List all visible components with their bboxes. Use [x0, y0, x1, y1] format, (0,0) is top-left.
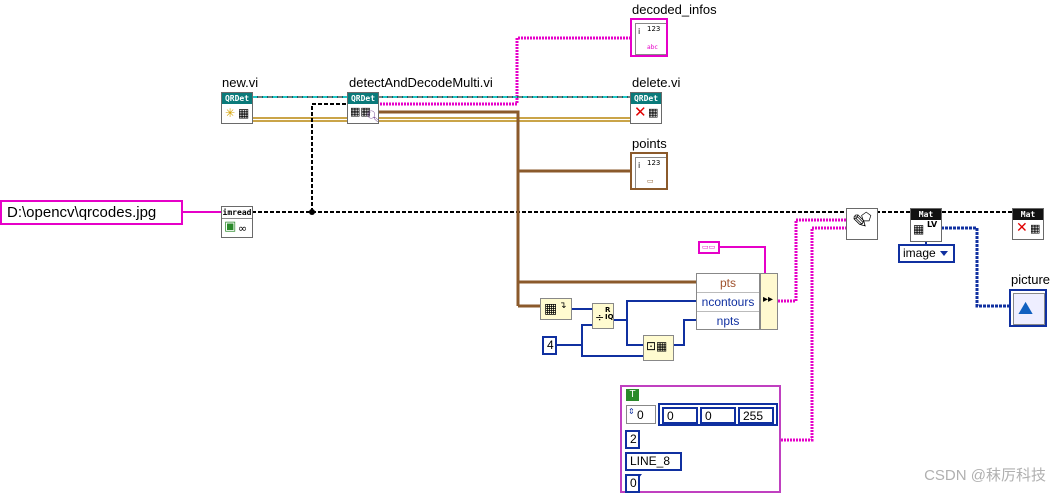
close-icon: ✕	[634, 103, 647, 121]
thickness-control[interactable]: 2	[625, 430, 640, 449]
array-size-icon: ▦	[544, 301, 558, 317]
magnifier-icon: 🔍︎	[366, 110, 379, 123]
boolean-true-icon: T	[626, 389, 639, 401]
point-cluster-icon: ▭	[647, 177, 654, 185]
pink-constant-icon: ▭▭	[702, 243, 716, 251]
color-g[interactable]: 0	[700, 407, 736, 424]
picture-label: picture	[1011, 272, 1051, 287]
mat-header: Mat	[911, 209, 941, 220]
abc-icon: abc	[647, 44, 658, 51]
line-type-value: LINE_8	[630, 454, 671, 468]
wire-bundle-out	[778, 218, 848, 303]
array-123-icon: 123	[647, 159, 661, 167]
array-123-icon: 123	[647, 25, 661, 33]
points-indicator[interactable]: 123 i ▭	[630, 152, 668, 190]
color-array[interactable]: 0 0 255	[658, 403, 778, 426]
mat-header: Mat	[1013, 209, 1043, 220]
initialize-array-node[interactable]: ⊡▦	[643, 335, 674, 361]
constant-four[interactable]: 4	[542, 336, 557, 355]
image-icon: ▣	[224, 219, 237, 234]
qrdet-header: QRDet	[631, 93, 661, 104]
detect-decode-multi-node[interactable]: QRDet ▦▦ 🔍︎	[347, 92, 379, 124]
bundle-output-terminal: ▸▸	[760, 273, 778, 330]
wire-picture	[941, 226, 1010, 308]
wire-cluster	[781, 226, 848, 442]
wire-four-to-init	[581, 345, 643, 357]
delete-vi-label: delete.vi	[632, 75, 681, 90]
grid-icon: ▦	[913, 222, 925, 236]
draw-polygon-icon: ✎	[852, 211, 868, 233]
init-array-icon: ⊡▦	[646, 339, 668, 353]
new-vi-label: new.vi	[222, 75, 259, 90]
qrdet-header: QRDet	[348, 93, 378, 104]
wire-mat-to-detect	[311, 103, 348, 212]
bundle-field-npts: npts	[716, 314, 740, 328]
array-index-control[interactable]: ⇕ 0	[626, 405, 656, 424]
image-type-value: image	[903, 246, 936, 260]
wire-junction	[309, 209, 315, 215]
mat-delete-node[interactable]: Mat ✕ ▦	[1012, 208, 1044, 240]
wire-decoded-infos	[374, 36, 630, 106]
polylines-node[interactable]: ✎ ⬠	[846, 208, 878, 240]
wire-four-to-divide	[557, 324, 592, 346]
arrow-right-icon: ▸▸	[763, 294, 774, 305]
delete-vi-node[interactable]: QRDet ✕ ▦	[630, 92, 662, 124]
picture-icon: ⛰	[1018, 298, 1034, 319]
wire-tf-const	[720, 246, 766, 273]
bundle-field-pts: pts	[697, 274, 759, 293]
line-type-ring[interactable]: LINE_8	[625, 452, 682, 480]
array-size-node[interactable]: ▦ ↴	[540, 298, 572, 320]
close-icon: ✕	[1016, 220, 1028, 236]
wire-ncontours	[614, 300, 696, 321]
index-icon: i	[638, 27, 641, 36]
wire-quot-to-init	[626, 320, 643, 346]
closed-polyline-constant[interactable]: ▭▭	[698, 241, 720, 254]
sparkle-icon: ✳	[225, 106, 236, 120]
shift-control[interactable]: 0	[625, 474, 640, 493]
grid-icon: ▦	[1030, 222, 1041, 235]
new-vi-node[interactable]: QRDet ✳ ▦	[221, 92, 253, 124]
polygon-icon: ⬠	[861, 210, 872, 224]
image-type-ring[interactable]: image	[898, 244, 955, 263]
bundle-by-name-node[interactable]: pts ncontours npts	[696, 273, 760, 330]
image-path-control[interactable]: D:\opencv\qrcodes.jpg	[0, 200, 183, 225]
divide-icon: ÷	[595, 311, 605, 324]
watermark: CSDN @秣厉科技	[924, 467, 1046, 484]
qr-icon: ▦▦	[350, 105, 371, 118]
index-icon: i	[638, 161, 641, 170]
draw-params-cluster[interactable]: T ⇕ 0 0 0 255 2 LINE_8 0	[620, 385, 781, 493]
points-label: points	[632, 136, 667, 151]
imread-header: imread	[222, 207, 252, 219]
qr-icon: ▦	[238, 106, 250, 120]
size-icon: ↴	[559, 301, 567, 311]
lv-icon: LV	[927, 220, 938, 229]
array-index-value: 0	[637, 408, 644, 422]
wire-npts	[674, 319, 696, 346]
imread-node[interactable]: imread ▣ ∞	[221, 206, 253, 238]
glasses-icon: ∞	[238, 222, 248, 235]
decoded-infos-label: decoded_infos	[632, 2, 717, 17]
detect-vi-label: detectAndDecodeMulti.vi	[349, 75, 493, 90]
qr-icon: ▦	[648, 106, 659, 119]
bundle-field-ncontours: ncontours	[697, 293, 759, 312]
chevron-down-icon	[939, 251, 948, 257]
picture-indicator[interactable]: ⛰	[1009, 289, 1047, 327]
mat-to-lv-node[interactable]: Mat ▦ LV	[910, 208, 942, 242]
decoded-infos-indicator[interactable]: 123 abc i	[630, 18, 668, 57]
qrdet-header: QRDet	[222, 93, 252, 104]
index-spinner-icon: ⇕	[628, 407, 635, 416]
color-r[interactable]: 255	[738, 407, 774, 424]
color-b[interactable]: 0	[662, 407, 698, 424]
wire-points-trunk	[378, 110, 520, 306]
